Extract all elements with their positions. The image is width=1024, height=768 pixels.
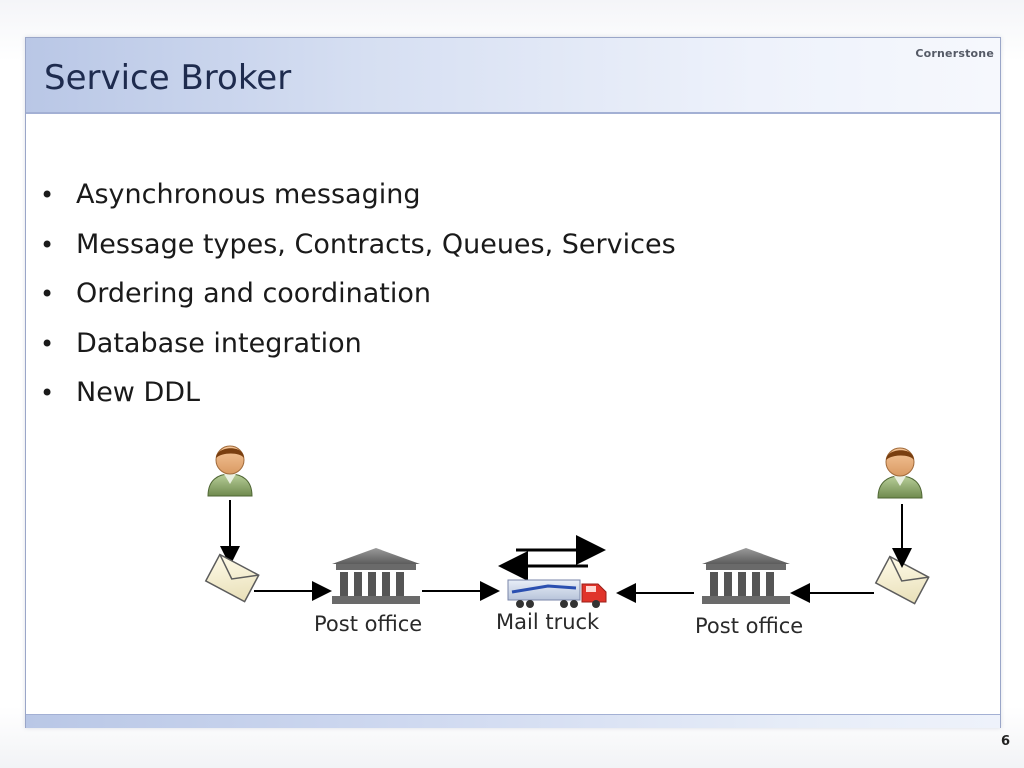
slide-frame xyxy=(25,37,1001,728)
bullet-dot-icon: • xyxy=(40,329,55,358)
slide-title: Service Broker xyxy=(44,58,292,98)
bullet-text: New DDL xyxy=(76,377,201,408)
post-office-icon xyxy=(702,548,790,604)
footer-bar xyxy=(26,714,1000,728)
page-number: 6 xyxy=(1000,734,1010,749)
bullet-item: • New DDL xyxy=(40,368,676,418)
bullet-dot-icon: • xyxy=(40,230,55,259)
bullet-dot-icon: • xyxy=(40,379,55,407)
right-post-office-label: Post office xyxy=(695,614,804,638)
bullet-item: • Asynchronous messaging xyxy=(40,170,676,220)
person-icon xyxy=(207,445,253,497)
company-logo: Cornerstone xyxy=(915,47,994,60)
bullet-dot-icon: • xyxy=(40,181,55,209)
bullet-text: Asynchronous messaging xyxy=(76,179,421,210)
mail-truck-icon xyxy=(507,579,607,608)
bullet-item: • Message types, Contracts, Queues, Servi… xyxy=(40,220,676,270)
left-post-office-label: Post office xyxy=(314,612,423,636)
envelope-icon xyxy=(204,553,260,603)
mail-flow-svg xyxy=(204,445,930,608)
bullet-dot-icon: • xyxy=(40,280,55,308)
post-office-icon xyxy=(332,548,420,604)
person-icon xyxy=(877,447,923,499)
title-bar xyxy=(26,38,1000,114)
mail-truck-label: Mail truck xyxy=(496,610,600,634)
bullet-list: • Asynchronous messaging • Message types, … xyxy=(40,170,676,418)
bullet-item: • Ordering and coordination xyxy=(40,269,676,319)
bullet-text: Database integration xyxy=(76,327,362,359)
bullet-item: • Database integration xyxy=(40,319,676,369)
mail-flow-diagram: Post office Mail truck Post office xyxy=(190,436,940,656)
bullet-text: Message types, Contracts, Queues, Servic… xyxy=(76,228,676,260)
bullet-text: Ordering and coordination xyxy=(76,278,431,309)
